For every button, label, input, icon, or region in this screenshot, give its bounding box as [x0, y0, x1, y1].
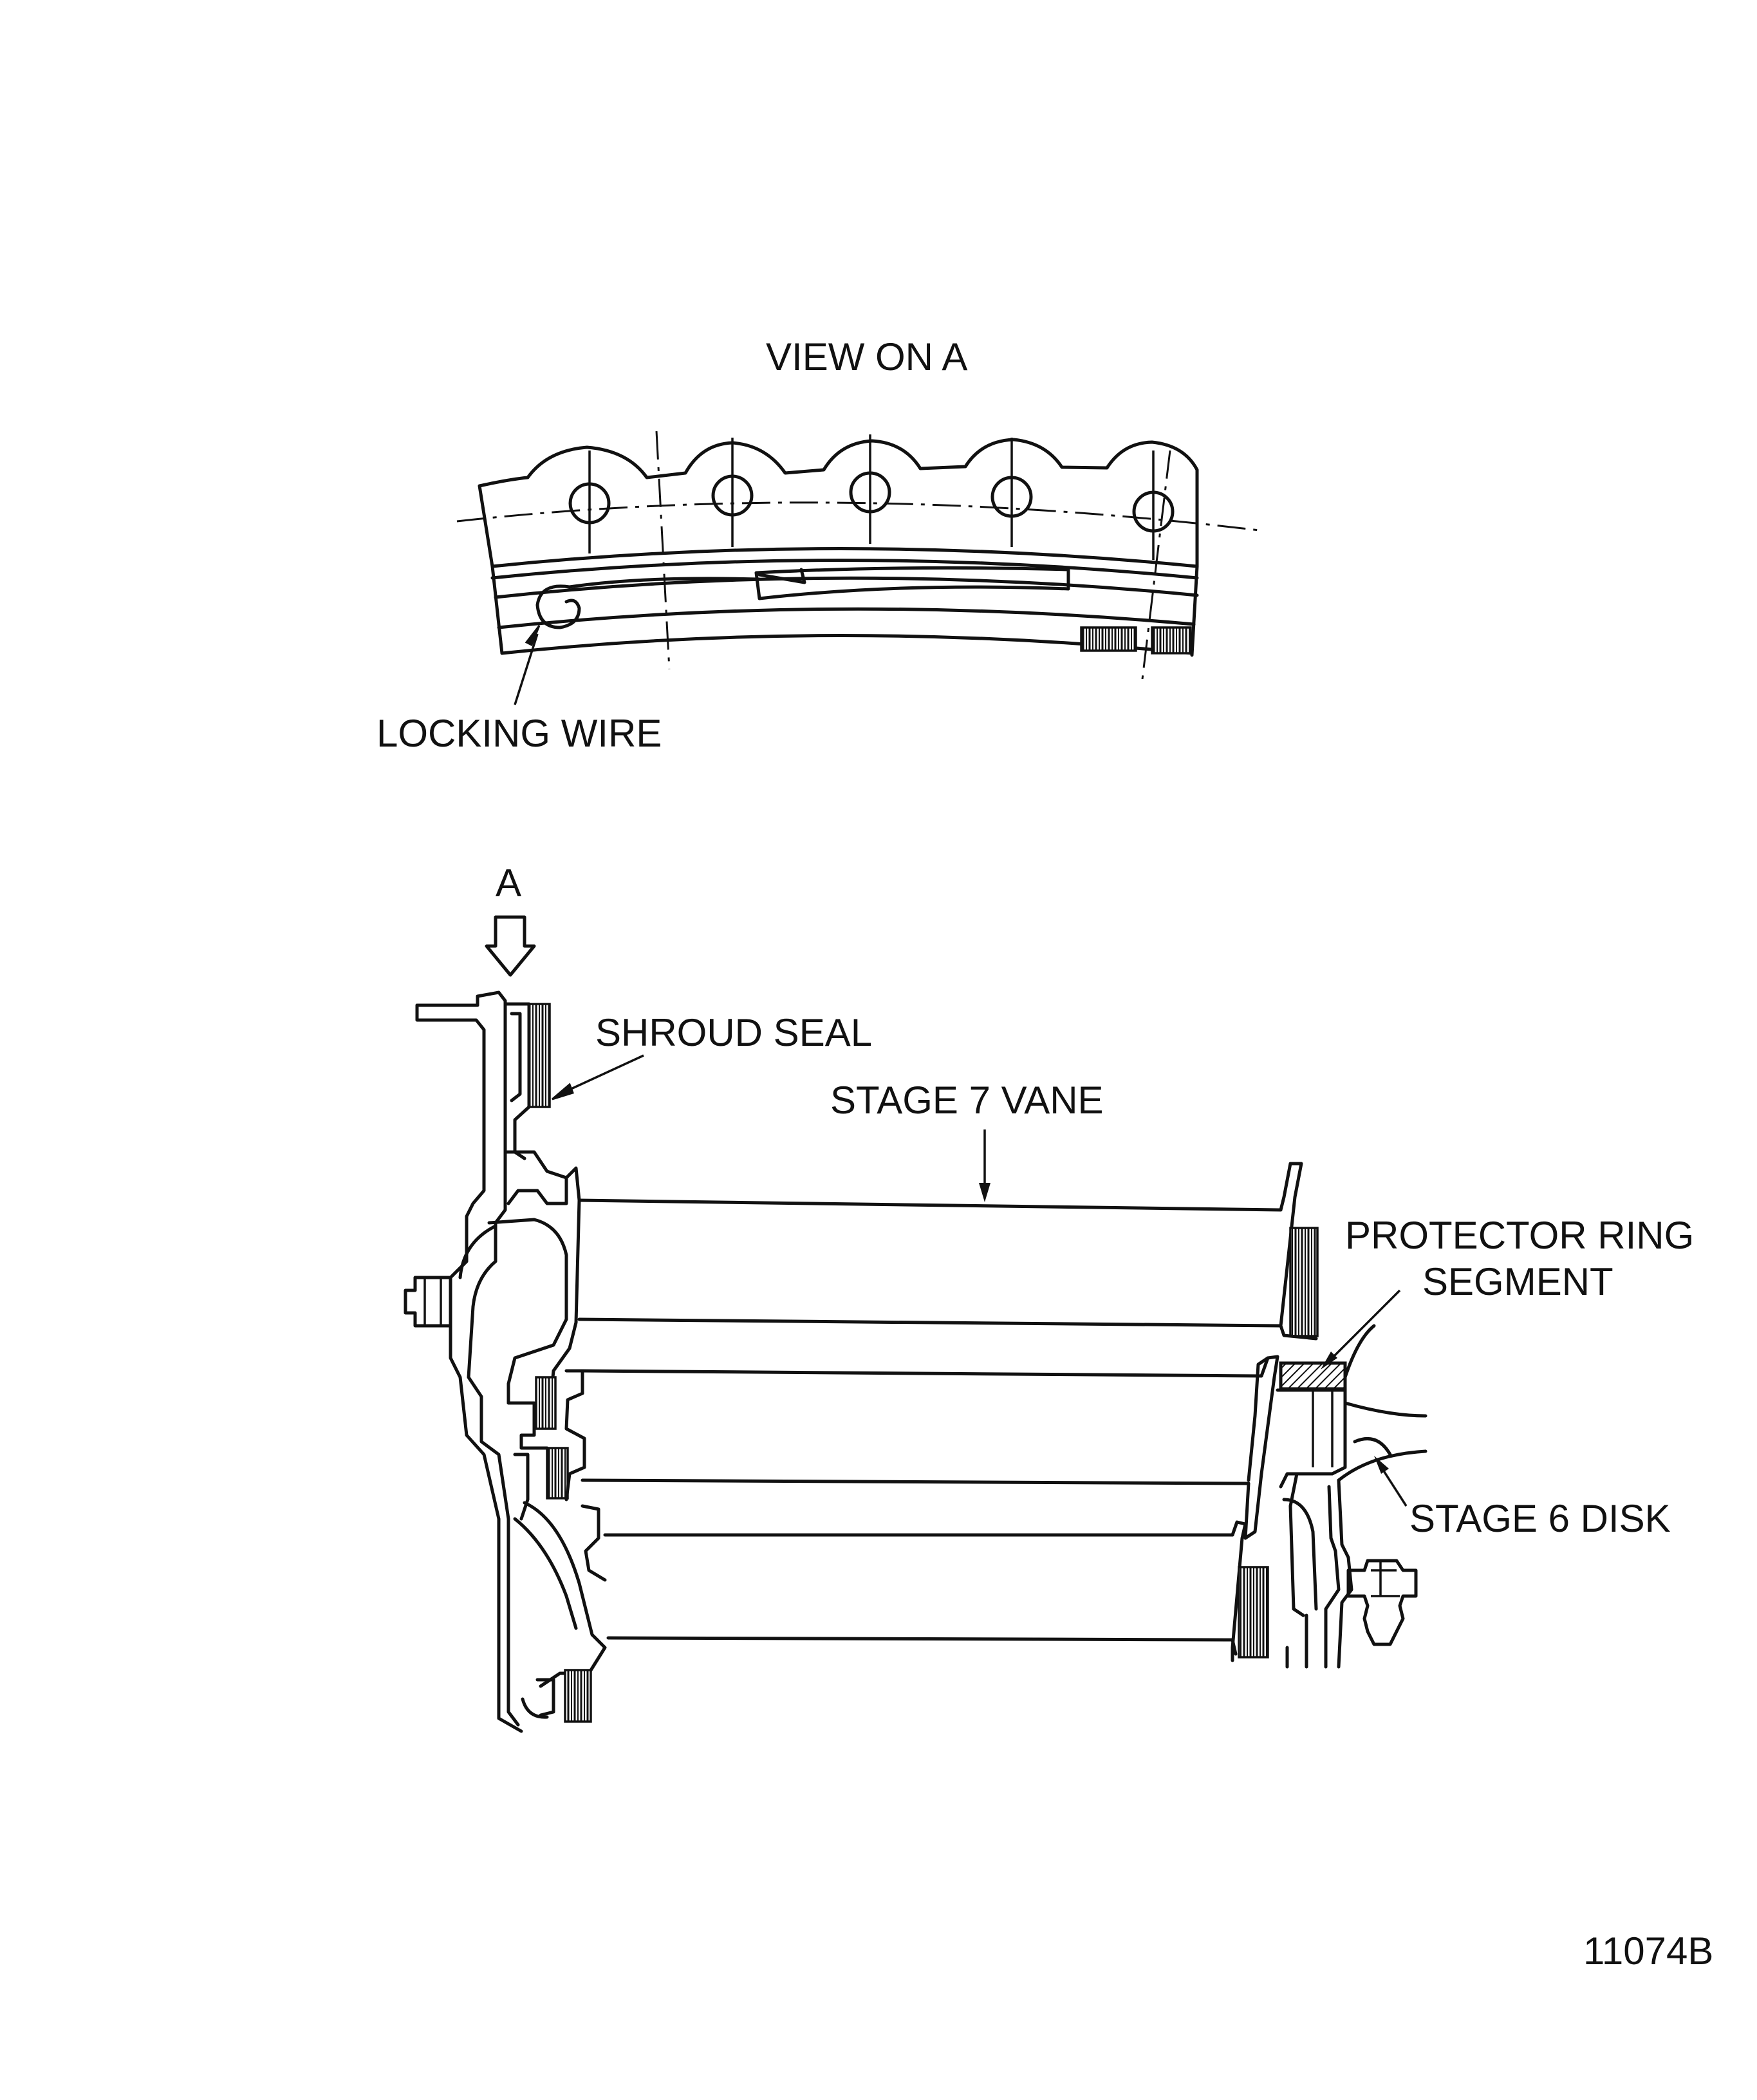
stage7-vane-label: STAGE 7 VANE	[830, 1079, 1104, 1122]
lock-slot	[754, 566, 1070, 600]
ring-arc	[490, 559, 1199, 580]
stage6-disk	[1337, 1324, 1427, 1482]
stage6-blade-airfoil	[581, 1369, 1263, 1485]
protector-ring-leader	[1325, 1289, 1401, 1366]
lock-slot-tip	[758, 568, 806, 584]
vane-honeycomb	[1238, 1566, 1269, 1659]
ring-arc	[494, 576, 1199, 599]
segment-hatch	[1080, 626, 1137, 652]
inner-shroud	[564, 1369, 586, 1501]
stage6-disk-label: STAGE 6 DISK	[1409, 1497, 1671, 1540]
locking-wire-label: LOCKING WIRE	[376, 712, 662, 755]
seal-honeycomb	[535, 1376, 557, 1430]
ring-arc	[497, 607, 1196, 629]
view-on-a-detail	[456, 431, 1265, 705]
bolt-holes	[568, 434, 1175, 560]
shroud-seal-label: SHROUD SEAL	[595, 1011, 872, 1054]
shroud-seal-leader	[559, 1054, 644, 1095]
figure-number: 11074B	[1583, 1929, 1713, 1973]
vane-outer-platform	[548, 1166, 581, 1405]
inner-casing	[503, 1150, 568, 1205]
segment-hatch	[1151, 626, 1192, 655]
locking-wire	[568, 577, 761, 589]
outer-casing	[415, 990, 520, 1727]
scalloped-edge	[478, 438, 1199, 488]
radial-centerline	[1141, 450, 1171, 680]
view-a-arrow	[485, 915, 536, 977]
locking-wire-leader	[514, 633, 539, 705]
stage7-vane-airfoil	[577, 1198, 1283, 1328]
stage7-vane-lower	[603, 1533, 1234, 1642]
protector-ring-label-2: SEGMENT	[1422, 1260, 1613, 1303]
view-a-label: A	[496, 861, 521, 904]
cross-section	[404, 915, 1427, 1733]
protector-ring-label: PROTECTOR RING	[1345, 1214, 1694, 1257]
vane-honeycomb	[1289, 1227, 1319, 1337]
casing-bolt	[404, 1276, 452, 1328]
view-on-a-title: VIEW ON A	[766, 335, 967, 378]
shroud-seal-honeycomb	[528, 1003, 551, 1108]
radial-centerline	[655, 431, 671, 670]
seal-honeycomb	[546, 1447, 569, 1500]
seal-honeycomb	[564, 1669, 592, 1723]
disk-bolt	[1346, 1559, 1418, 1646]
ring-arc	[490, 547, 1199, 568]
protector-ring-segment	[1279, 1361, 1347, 1391]
disk-rim	[1276, 1388, 1347, 1489]
locking-wire-hook	[535, 584, 581, 629]
